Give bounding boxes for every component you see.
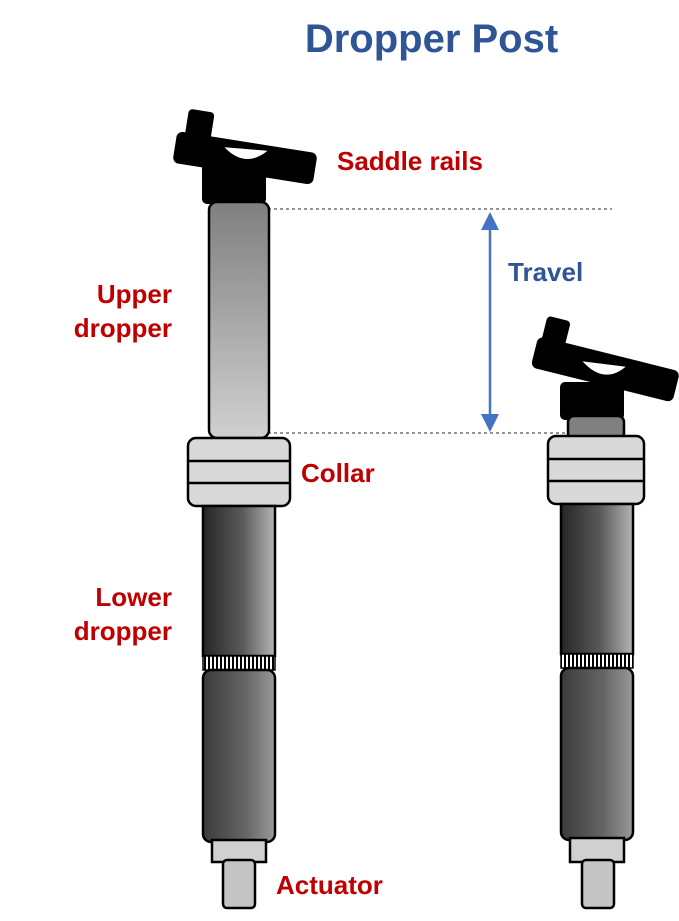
travel-arrow: [481, 212, 499, 432]
label-upper-dropper: Upper dropper: [40, 277, 172, 345]
saddle-clamp-icon-dropped: [531, 316, 679, 420]
label-upper-dropper-line1: Upper: [96, 279, 172, 309]
actuator-stem: [221, 858, 257, 910]
dropped-dropper-post: [531, 316, 679, 910]
label-actuator: Actuator: [276, 870, 383, 900]
actuator-stem-dropped: [580, 858, 616, 910]
saddle-clamp-icon: [173, 109, 317, 204]
label-travel: Travel: [508, 257, 584, 287]
label-lower-dropper-line1: Lower: [95, 582, 172, 612]
extended-dropper-post: [173, 109, 317, 910]
label-lower-dropper-line2: dropper: [73, 616, 172, 646]
lower-dropper-upper-section: [201, 504, 277, 658]
lower-dropper-lower-section: [201, 668, 277, 844]
lower-dropper-knurl-band-dropped: [560, 653, 634, 669]
lower-dropper-knurl-band: [202, 655, 276, 671]
lower-dropper-upper-section-dropped: [559, 502, 635, 656]
actuator-cap-dropped: [568, 836, 626, 864]
label-upper-dropper-line2: dropper: [73, 313, 172, 343]
upper-dropper-tube: [207, 200, 271, 440]
label-saddle-rails: Saddle rails: [337, 146, 483, 176]
collar-ring: [186, 436, 292, 508]
collar-ring-dropped: [546, 434, 646, 506]
page-title: Dropper Post: [304, 17, 559, 61]
actuator-cap: [210, 838, 268, 864]
label-lower-dropper: Lower dropper: [40, 580, 172, 648]
lower-dropper-lower-section-dropped: [559, 666, 635, 842]
label-collar: Collar: [301, 458, 375, 488]
